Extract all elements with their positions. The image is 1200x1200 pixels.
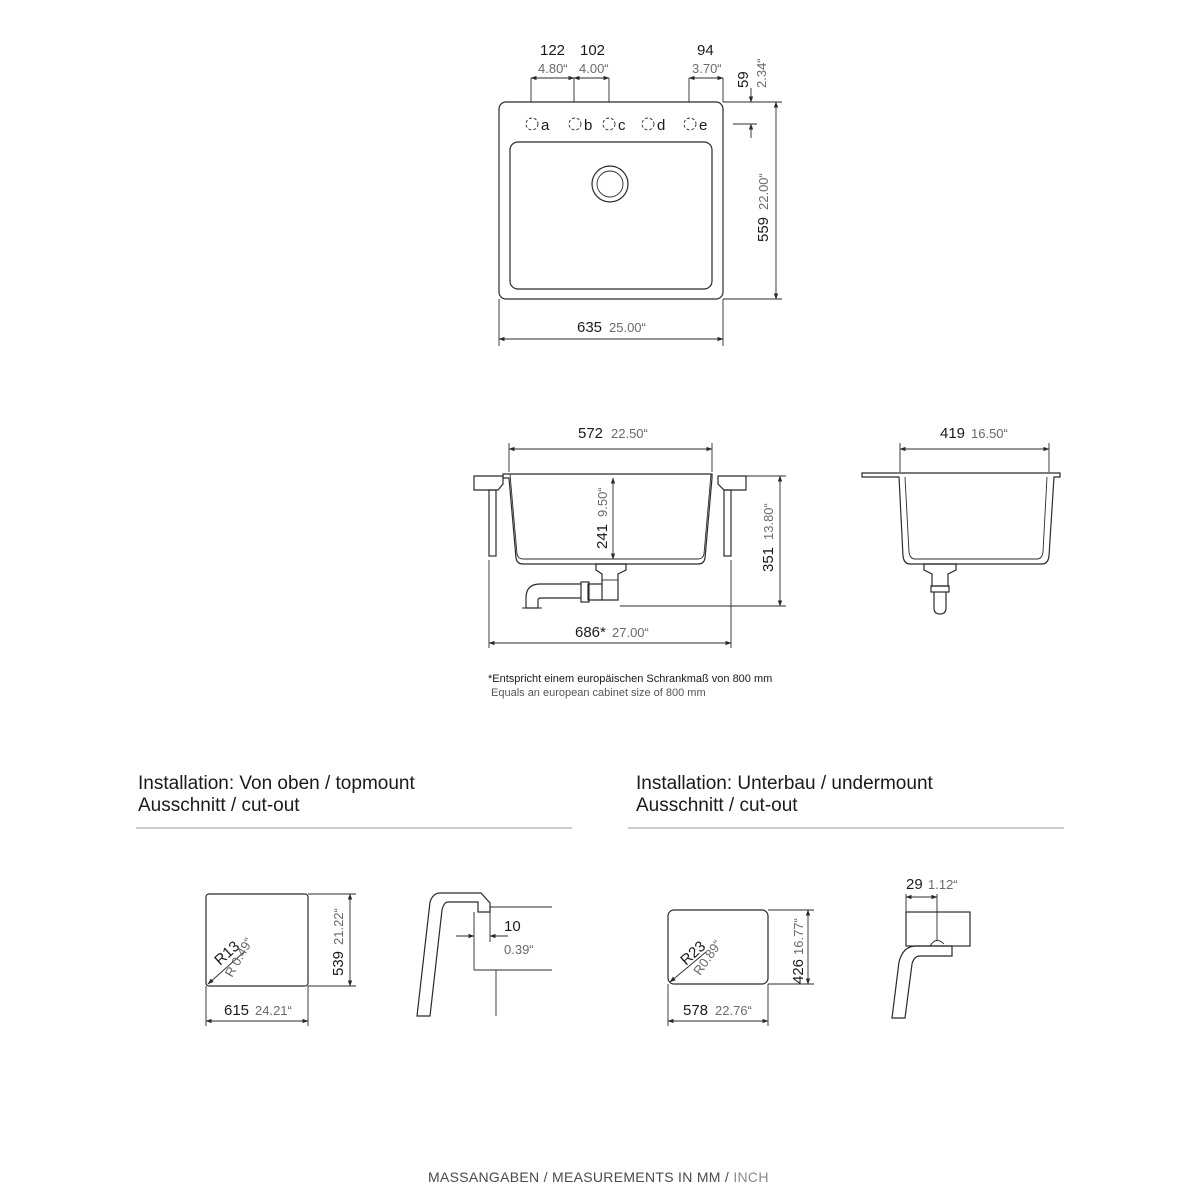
topmount-cutout [205,893,309,987]
dim-572-inch: 22.50“ [611,426,648,441]
waste-pipe [587,583,602,601]
topmount-height-inch: 21.22“ [331,908,346,945]
pipe-elbow [525,583,581,609]
tap-holes: a b c d e [525,117,707,134]
tap-hole-icon [525,117,539,131]
hole-label-e: e [699,117,707,134]
countertop-left [473,475,504,491]
basin-outline [509,141,713,290]
dim-351-inch: 13.80“ [761,503,776,540]
undermount-profile [891,945,953,1019]
undermount-subtitle: Ausschnitt / cut-out [636,795,798,816]
side-view: 419 16.50“ [861,425,1061,615]
hole-label-c: c [618,117,626,134]
dim-635-inch: 25.00“ [609,320,646,335]
footnote-en: Equals an european cabinet size of 800 m… [491,687,706,699]
dim-419-inch: 16.50“ [971,426,1008,441]
cabinet-wall-left [488,489,497,557]
drain-inner-icon [596,170,624,198]
undermount-height-mm: 426 [790,959,807,984]
dim-635-mm: 635 [577,319,602,336]
undermount-width-inch: 22.76“ [715,1003,752,1018]
tap-hole-icon [568,117,582,131]
side-drain-pipe [933,592,947,615]
undermount-width-mm: 578 [683,1002,708,1019]
dim-241-inch: 9.50“ [595,487,610,517]
dim-94-mm: 94 [697,42,714,59]
drain-icon [591,165,629,203]
countertop-right [717,475,747,491]
topmount-title: Installation: Von oben / topmount [138,773,415,794]
dim-559-inch: 22.00“ [756,173,771,210]
side-drain [923,563,957,587]
dim-102-inch: 4.00“ [579,61,609,76]
tap-hole-icon [683,117,697,131]
dim-59-mm: 59 [735,71,752,88]
dim-241-mm: 241 [594,524,611,549]
dim-59-inch: 2.34“ [754,58,769,88]
dim-122-inch: 4.80“ [538,61,568,76]
topmount-profile [416,892,491,1017]
hole-label-b: b [584,117,592,134]
side-bowl-outer [861,472,1061,565]
undermount-cutout [667,909,769,985]
topmount-width-inch: 24.21“ [255,1003,292,1018]
pipe-nut [580,581,590,603]
footer-measurements: MASSANGABEN / MEASUREMENTS IN MM / INCH [428,1169,769,1185]
undermount-offset-mm: 29 [906,876,923,893]
dim-686-mm: 686* [575,624,606,641]
undermount-section: Installation: Unterbau / undermount Auss… [628,773,1064,1026]
side-drain-nut [930,585,950,593]
cabinet-wall-right [723,489,732,557]
topmount-section: Installation: Von oben / topmount Aussch… [136,773,572,1026]
dim-559-mm: 559 [755,217,772,242]
dim-572-mm: 572 [578,425,603,442]
footnote-de: *Entspricht einem europäischen Schrankma… [488,673,772,685]
sink-outline [498,101,724,300]
topmount-height-mm: 539 [330,951,347,976]
topmount-overlap-mm: 10 [504,918,521,935]
bowl-inner [509,473,712,560]
tap-hole-icon [641,117,655,131]
undermount-height-inch: 16.77“ [791,918,806,955]
topmount-subtitle: Ausschnitt / cut-out [138,795,300,816]
hole-label-d: d [657,117,665,134]
dim-102-mm: 102 [580,42,605,59]
tap-hole-icon [602,117,616,131]
hole-label-a: a [541,117,550,134]
front-view: 572 22.50“ 241 9.50“ 351 13.80“ 686* [473,425,786,648]
topmount-width-mm: 615 [224,1002,249,1019]
dim-122-mm: 122 [540,42,565,59]
dim-351-mm: 351 [760,547,777,572]
side-bowl-inner [904,476,1048,560]
footer-unit: INCH [733,1169,768,1185]
drain-fitting [595,563,627,601]
footer-main: MASSANGABEN / MEASUREMENTS IN MM / [428,1169,733,1185]
undermount-offset-inch: 1.12“ [928,877,958,892]
undermount-title: Installation: Unterbau / undermount [636,773,934,794]
top-view: a b c d e 122 4.80“ 102 4.00“ 94 3.70“ 5… [498,42,782,346]
dim-94-inch: 3.70“ [692,61,722,76]
topmount-overlap-inch: 0.39“ [504,942,534,957]
dim-686-inch: 27.00“ [612,625,649,640]
dim-419-mm: 419 [940,425,965,442]
